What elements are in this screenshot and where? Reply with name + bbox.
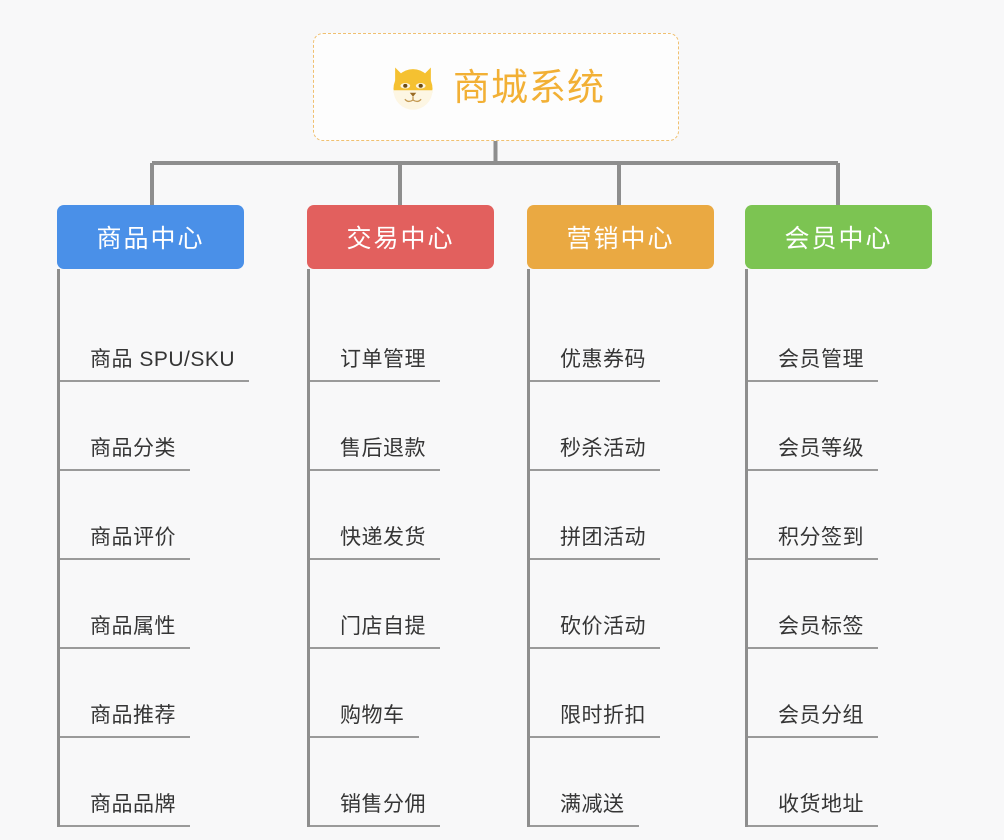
branch-leaf-list-2: 优惠券码 秒杀活动 拼团活动 砍价活动 限时折扣 满减送 [527,269,747,827]
leaf-item[interactable]: 售后退款 [310,382,527,471]
leaf-item[interactable]: 满减送 [530,738,747,827]
branch-header-label: 商品中心 [96,225,205,253]
leaf-item[interactable]: 积分签到 [748,471,985,560]
leaf-item[interactable]: 优惠券码 [530,293,747,382]
leaf-item[interactable]: 商品评价 [60,471,307,560]
leaf-item-label: 积分签到 [778,525,864,549]
leaf-item-rule [748,825,878,827]
leaf-item-rule [310,736,419,738]
branch-column-1: 交易中心 订单管理 售后退款 快递发货 门店自提 购物车 [307,205,527,827]
leaf-item-rule [60,825,190,827]
leaf-item-label: 商品 SPU/SKU [90,347,236,371]
leaf-item-label: 满减送 [560,792,625,816]
leaf-item-rule [530,647,660,649]
leaf-item-label: 门店自提 [340,614,426,638]
branch-header-label: 交易中心 [346,225,455,253]
branch-trunk-line [527,269,530,827]
branch-header-0[interactable]: 商品中心 [57,205,244,269]
branch-header-2[interactable]: 营销中心 [527,205,714,269]
leaf-item-rule [530,380,660,382]
branch-leaf-list-0: 商品 SPU/SKU 商品分类 商品评价 商品属性 商品推荐 商品品牌 [57,269,307,827]
leaf-item-label: 商品推荐 [90,703,176,727]
leaf-item-label: 商品分类 [90,436,176,460]
branch-header-1[interactable]: 交易中心 [307,205,494,269]
leaf-item-rule [60,647,190,649]
leaf-item[interactable]: 收货地址 [748,738,985,827]
leaf-item-rule [530,736,660,738]
leaf-item-label: 秒杀活动 [560,436,646,460]
leaf-item-rule [60,558,190,560]
leaf-item-label: 购物车 [340,703,405,727]
leaf-item[interactable]: 会员分组 [748,649,985,738]
leaf-item-label: 会员等级 [778,436,864,460]
leaf-item-rule [748,736,878,738]
leaf-item-label: 会员标签 [778,614,864,638]
leaf-item-label: 商品评价 [90,525,176,549]
leaf-item-label: 拼团活动 [560,525,646,549]
leaf-item-rule [530,558,660,560]
branch-column-0: 商品中心 商品 SPU/SKU 商品分类 商品评价 商品属性 商品推荐 [57,205,307,827]
branch-trunk-line [745,269,748,827]
branch-column-3: 会员中心 会员管理 会员等级 积分签到 会员标签 会员分组 [745,205,985,827]
branch-leaf-list-3: 会员管理 会员等级 积分签到 会员标签 会员分组 收货地址 [745,269,985,827]
branch-leaf-list-1: 订单管理 售后退款 快递发货 门店自提 购物车 销售分佣 [307,269,527,827]
leaf-item-label: 商品属性 [90,614,176,638]
leaf-item-rule [310,825,440,827]
leaf-item[interactable]: 限时折扣 [530,649,747,738]
leaf-item-rule [60,469,190,471]
leaf-item-label: 售后退款 [340,436,426,460]
leaf-item-rule [748,380,878,382]
leaf-item-label: 优惠券码 [560,347,646,371]
leaf-item[interactable]: 秒杀活动 [530,382,747,471]
branch-trunk-line [307,269,310,827]
leaf-item[interactable]: 商品品牌 [60,738,307,827]
leaf-item[interactable]: 商品推荐 [60,649,307,738]
leaf-item-rule [60,380,250,382]
leaf-item[interactable]: 会员管理 [748,293,985,382]
leaf-item-rule [748,647,878,649]
leaf-item-label: 会员分组 [778,703,864,727]
leaf-item-rule [530,469,660,471]
leaf-item-label: 限时折扣 [560,703,646,727]
leaf-item[interactable]: 会员等级 [748,382,985,471]
branch-column-2: 营销中心 优惠券码 秒杀活动 拼团活动 砍价活动 限时折扣 [527,205,747,827]
leaf-item[interactable]: 商品分类 [60,382,307,471]
leaf-item[interactable]: 会员标签 [748,560,985,649]
dog-face-icon [393,67,433,110]
leaf-item[interactable]: 门店自提 [310,560,527,649]
leaf-item-rule [748,558,878,560]
leaf-item-label: 订单管理 [340,347,426,371]
branch-trunk-line [57,269,60,827]
leaf-item-rule [748,469,878,471]
leaf-item[interactable]: 订单管理 [310,293,527,382]
leaf-item[interactable]: 商品属性 [60,560,307,649]
branch-header-label: 会员中心 [784,225,893,253]
leaf-item[interactable]: 购物车 [310,649,527,738]
leaf-item-label: 砍价活动 [560,614,646,638]
leaf-item-label: 销售分佣 [340,792,426,816]
root-title: 商城系统 [453,66,605,108]
leaf-item[interactable]: 快递发货 [310,471,527,560]
leaf-item[interactable]: 商品 SPU/SKU [60,293,307,382]
leaf-item-rule [530,825,639,827]
leaf-item-label: 会员管理 [778,347,864,371]
leaf-item-rule [310,469,440,471]
root-node[interactable]: 商城系统 [313,33,679,141]
leaf-item[interactable]: 砍价活动 [530,560,747,649]
leaf-item-rule [310,647,440,649]
branch-header-3[interactable]: 会员中心 [745,205,932,269]
leaf-item-label: 商品品牌 [90,792,176,816]
leaf-item-label: 收货地址 [778,792,864,816]
leaf-item[interactable]: 销售分佣 [310,738,527,827]
branch-header-label: 营销中心 [566,225,675,253]
leaf-item[interactable]: 拼团活动 [530,471,747,560]
leaf-item-rule [310,380,440,382]
leaf-item-label: 快递发货 [340,525,426,549]
leaf-item-rule [60,736,190,738]
leaf-item-rule [310,558,440,560]
